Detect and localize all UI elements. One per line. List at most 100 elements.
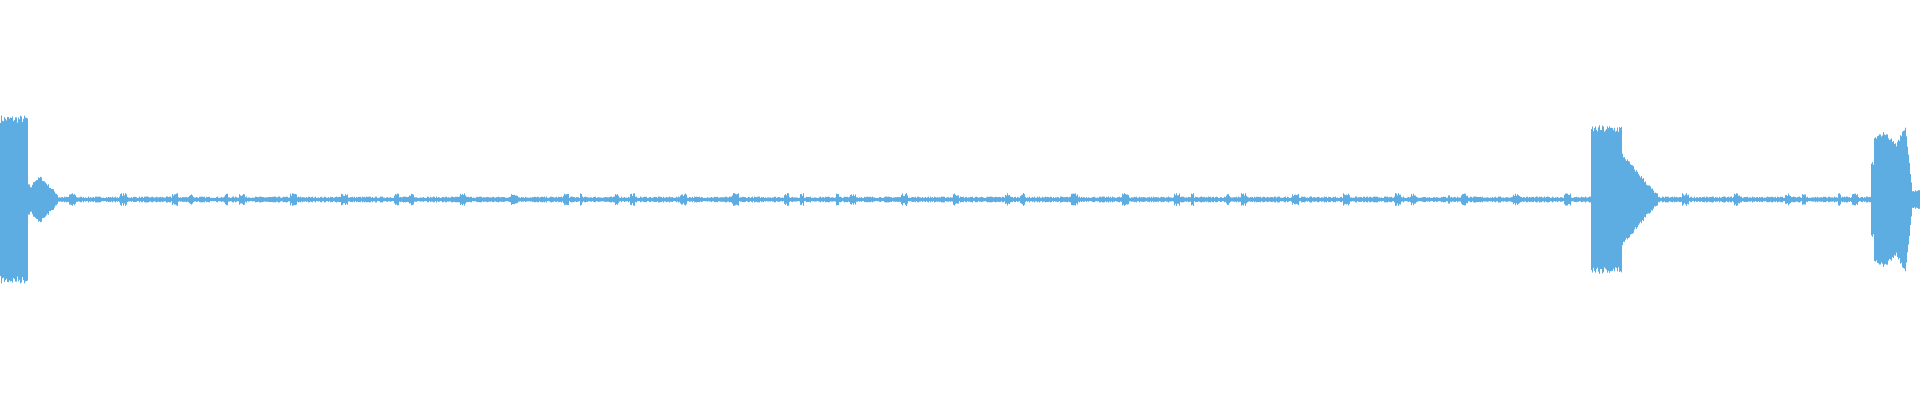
waveform-bar [275,196,276,203]
waveform-bar [467,197,468,202]
waveform-bar [1109,197,1110,202]
waveform-bar [1553,197,1554,202]
waveform-bar [826,197,827,202]
waveform-bar [1559,197,1560,201]
waveform-bar [664,197,665,202]
waveform-bar [231,197,232,202]
waveform-bar [1814,197,1815,202]
waveform-bar [837,194,838,205]
waveform-bar [166,196,167,203]
waveform-bar [155,197,156,202]
waveform-bar [113,197,114,202]
waveform-bar [1540,197,1541,203]
waveform-bar [1490,197,1491,202]
waveform-bar [1900,135,1901,264]
waveform-bar [1205,197,1206,202]
waveform-bar [235,196,236,203]
waveform-bar [582,196,583,203]
waveform-bar [120,194,121,205]
waveform-bar [896,197,897,202]
waveform-bar [1217,197,1218,202]
waveform-bar [1458,197,1459,202]
waveform-bar [169,196,170,203]
waveform-bar [392,197,393,202]
waveform-bar [1097,197,1098,202]
waveform-bar [521,197,522,202]
waveform-bar [1509,197,1510,202]
waveform-bar [831,197,832,202]
waveform-bar [934,196,935,203]
waveform-bar [690,197,691,202]
waveform-bar [998,197,999,202]
waveform-bar [748,196,749,203]
waveform-bar [1549,197,1550,202]
waveform-bar [953,194,954,205]
waveform-bar [1460,197,1461,202]
waveform-bar [129,197,130,202]
waveform-bar [224,196,225,203]
waveform-bar [1479,197,1480,202]
waveform-bar [1224,196,1225,203]
waveform-bar [67,197,68,202]
waveform-bar [859,197,860,202]
waveform-bar [383,197,384,202]
waveform-bar [1173,197,1174,202]
waveform-bar [646,196,647,203]
waveform-bar [1114,197,1115,202]
waveform-bar [1187,197,1188,202]
waveform-bar [106,197,107,202]
waveform-bar [551,196,552,203]
waveform-bar [981,196,982,203]
waveform-bar [146,196,147,203]
waveform-bar [1773,197,1774,202]
waveform-bar [1543,197,1544,202]
waveform-bar [1147,197,1148,202]
waveform-bar [681,194,682,205]
waveform-bar [1787,196,1788,203]
waveform-bar [1017,196,1018,203]
waveform-bar [1748,197,1749,202]
waveform-bar [125,193,126,206]
waveform-bar [1687,195,1688,204]
waveform-bar [1834,196,1835,203]
waveform-bar [439,197,440,202]
waveform-bar [1802,194,1803,205]
waveform-bar [1435,197,1436,202]
waveform-bar [1656,193,1657,206]
waveform-bar [1608,128,1609,271]
waveform-bar [331,197,332,202]
waveform-bar [1172,197,1173,202]
waveform-bar [766,197,767,202]
waveform-bar [245,197,246,202]
waveform-bar [1206,197,1207,202]
waveform-bar [1250,197,1251,202]
waveform-bar [328,197,329,202]
waveform-bar [1296,195,1297,204]
waveform-bar [82,197,83,202]
waveform-bar [796,197,797,202]
waveform-bar [1500,196,1501,203]
waveform-bar [1596,129,1597,269]
waveform-bar [731,196,732,203]
waveform-bar [371,197,372,202]
waveform-bar [660,197,661,202]
waveform-bar [648,197,649,202]
waveform-bar [1170,197,1171,202]
waveform-bar [1747,196,1748,203]
waveform-bar [836,193,837,206]
waveform-bar [76,197,77,202]
waveform-bar [741,197,742,202]
waveform-bar [1098,197,1099,202]
waveform-bar [204,196,205,203]
waveform-bar [873,197,874,202]
waveform-bar [667,197,668,202]
waveform-bar [1292,194,1293,205]
waveform-bar [346,195,347,204]
waveform-bar [1311,196,1312,203]
waveform-bar [305,197,306,202]
waveform-bar [509,197,510,202]
waveform-bar [1492,196,1493,203]
waveform-bar [514,194,515,205]
waveform-bar [838,194,839,206]
waveform-bar [866,196,867,203]
